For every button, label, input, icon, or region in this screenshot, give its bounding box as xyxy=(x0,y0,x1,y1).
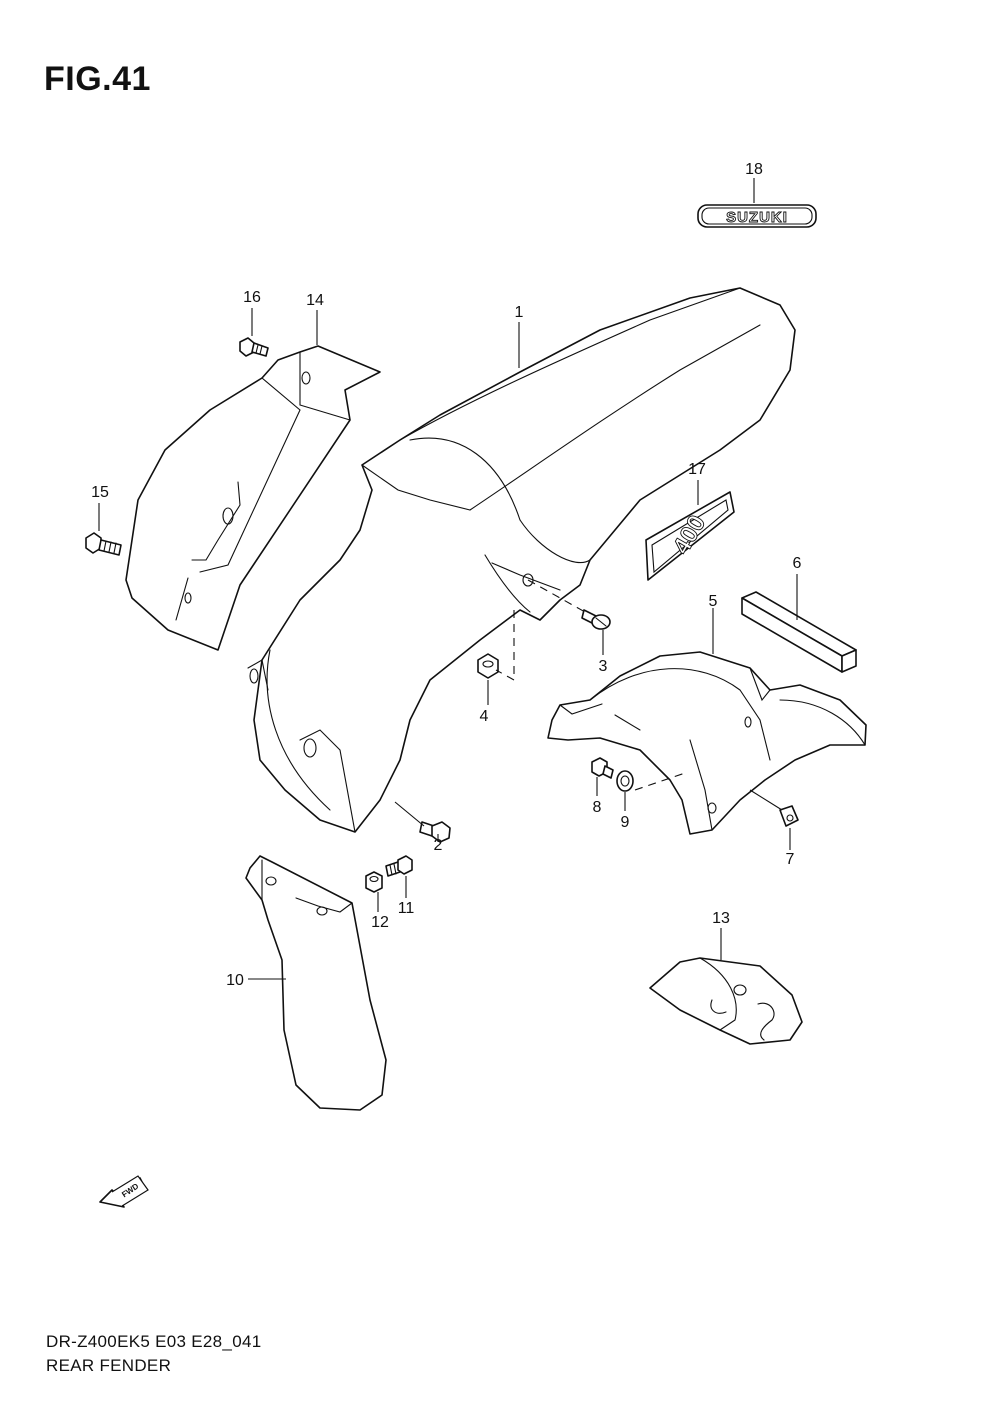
callout-2: 2 xyxy=(434,837,443,854)
part-13-pad xyxy=(649,957,803,1045)
part-15-bolt xyxy=(85,532,122,556)
part-18-suzuki-emblem: SUZUKI xyxy=(697,204,817,228)
part-9-washer xyxy=(616,770,634,792)
part-12-nut xyxy=(365,871,383,893)
callout-7: 7 xyxy=(786,851,795,868)
dash-3 xyxy=(527,579,586,613)
model-code: DR-Z400EK5 E03 E28_041 xyxy=(46,1332,262,1351)
leader-lines xyxy=(98,178,798,980)
part-7-clip xyxy=(779,805,799,827)
part-16-bolt xyxy=(239,337,269,357)
callout-1: 1 xyxy=(515,304,524,321)
callout-labels: 1 2 3 4 5 6 7 8 9 10 11 12 13 14 15 16 1… xyxy=(91,161,801,989)
callout-14: 14 xyxy=(306,292,324,309)
callout-18: 18 xyxy=(745,161,763,178)
callout-17: 17 xyxy=(688,461,706,478)
part-8-bolt xyxy=(591,757,614,779)
part-17-model-emblem: 400 xyxy=(645,491,735,581)
callout-6: 6 xyxy=(793,555,802,572)
part-2-screw xyxy=(419,821,451,843)
callout-3: 3 xyxy=(599,658,608,675)
callout-11: 11 xyxy=(398,900,415,917)
callout-13: 13 xyxy=(712,910,730,927)
part-5-inner-fender xyxy=(547,651,867,835)
callout-5: 5 xyxy=(709,593,718,610)
section-name: REAR FENDER xyxy=(46,1356,172,1375)
part-4-nut xyxy=(477,653,499,679)
callout-8: 8 xyxy=(593,799,602,816)
fwd-arrow-icon: FWD xyxy=(99,1175,149,1208)
callout-16: 16 xyxy=(243,289,261,306)
part-11-bolt xyxy=(385,855,413,877)
leader-2-diag xyxy=(394,801,425,827)
part-6-block xyxy=(741,591,857,673)
callout-15: 15 xyxy=(91,484,109,501)
callout-10: 10 xyxy=(226,972,244,989)
leader-7-diag xyxy=(749,789,783,811)
footer: DR-Z400EK5 E03 E28_041 REAR FENDER xyxy=(46,1330,261,1378)
figure-title: FIG.41 xyxy=(44,60,151,98)
part-1-rear-fender xyxy=(247,287,796,833)
part-3-screw xyxy=(581,609,611,630)
part-14-side-cover xyxy=(125,345,381,651)
suzuki-emblem-text: SUZUKI xyxy=(726,209,788,226)
callout-12: 12 xyxy=(371,914,389,931)
part-10-mud-flap xyxy=(245,855,387,1111)
dash-4 xyxy=(495,610,515,681)
callout-9: 9 xyxy=(621,814,630,831)
callout-4: 4 xyxy=(480,708,489,725)
dash-9 xyxy=(634,771,689,791)
